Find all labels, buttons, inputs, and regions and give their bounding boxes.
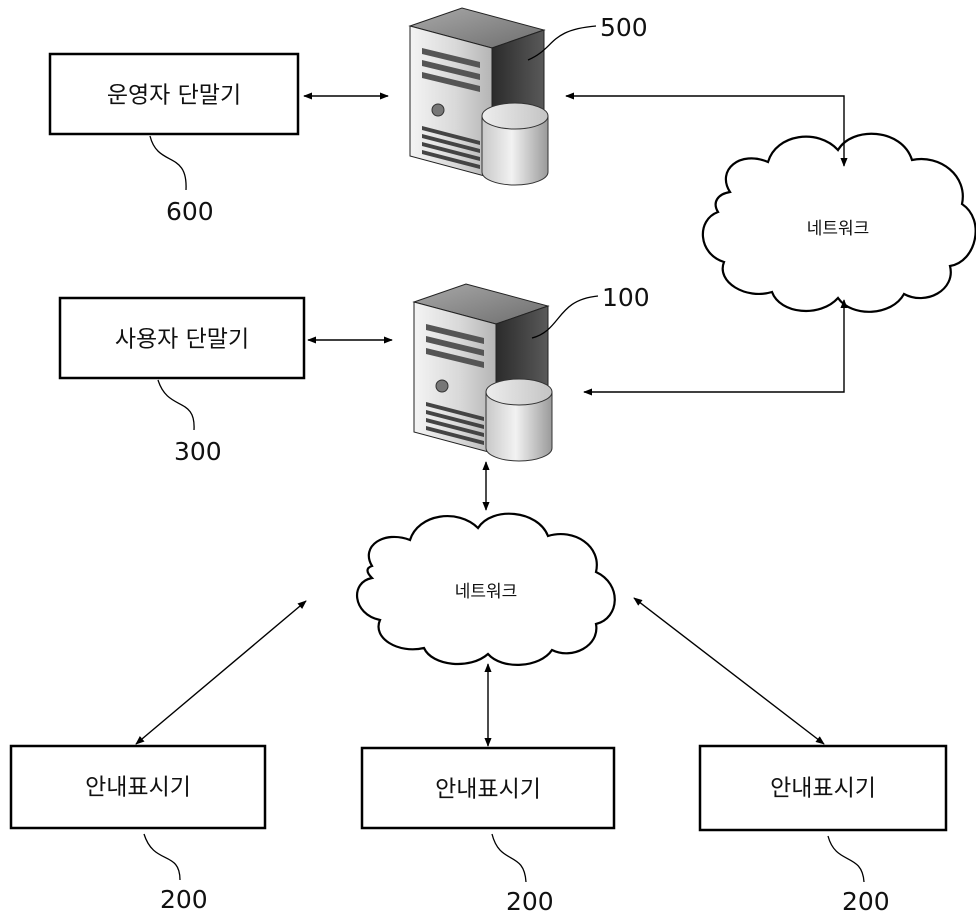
- display-right-leader: [827, 835, 865, 883]
- display-center-ref: 200: [506, 887, 554, 916]
- server-bottom-leader: [531, 295, 599, 339]
- display-center-box: 안내표시기: [360, 746, 616, 830]
- user-terminal-leader: [157, 379, 195, 431]
- operator-terminal-leader: [149, 135, 187, 191]
- user-terminal-ref: 300: [174, 437, 222, 466]
- display-right-ref: 200: [842, 887, 890, 916]
- server-bottom-network-connector: [583, 299, 848, 396]
- network-top-cloud-icon: 네트워크: [701, 132, 976, 313]
- operator-terminal-label: 운영자 단말기: [107, 83, 241, 109]
- user-terminal-box: 사용자 단말기: [58, 296, 306, 380]
- server-top-icon: [409, 7, 549, 186]
- network-bottom-label: 네트워크: [455, 582, 518, 602]
- display-left-leader: [143, 833, 181, 881]
- network-top-label: 네트워크: [807, 219, 870, 239]
- operator-terminal-box: 운영자 단말기: [48, 52, 300, 136]
- display-right-label: 안내표시기: [770, 776, 876, 802]
- operator-terminal-ref: 600: [166, 197, 214, 226]
- network-bottom-cloud-icon: 네트워크: [356, 512, 616, 666]
- network-display-left-connector: [135, 600, 307, 745]
- display-left-box: 안내표시기: [9, 744, 267, 830]
- display-center-label: 안내표시기: [435, 777, 541, 803]
- server-top-leader: [527, 25, 597, 61]
- display-right-box: 안내표시기: [698, 744, 948, 832]
- server-top-ref: 500: [600, 13, 648, 42]
- network-display-right-connector: [633, 597, 825, 745]
- display-center-leader: [491, 833, 527, 883]
- display-left-ref: 200: [160, 885, 208, 914]
- server-bottom-ref: 100: [602, 283, 650, 312]
- server-bottom-icon: [413, 283, 553, 462]
- server-top-network-connector: [565, 92, 848, 167]
- user-terminal-label: 사용자 단말기: [115, 327, 249, 353]
- display-left-label: 안내표시기: [85, 775, 191, 801]
